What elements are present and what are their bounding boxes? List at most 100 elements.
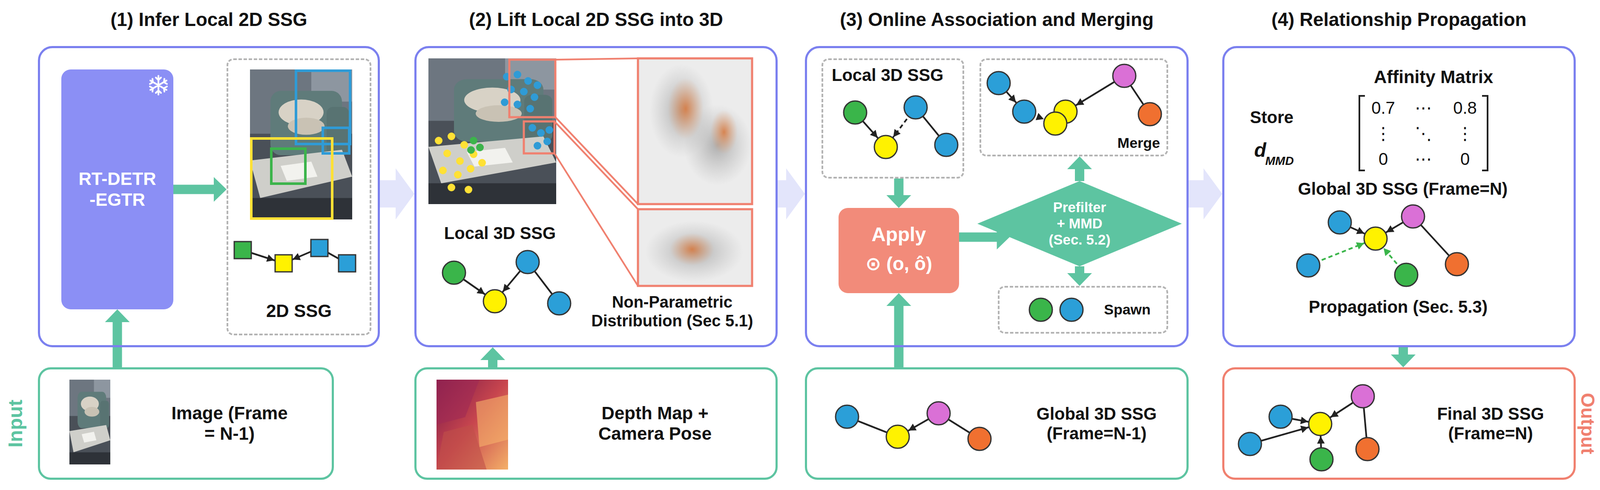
connector-shaft bbox=[1398, 347, 1408, 356]
distribution-crop bbox=[637, 58, 753, 286]
final-graph bbox=[1308, 412, 1332, 436]
flow-arrow bbox=[1390, 347, 1416, 368]
matrix-cell: 0.7 bbox=[1371, 97, 1396, 118]
lifted-photo bbox=[434, 132, 486, 194]
input-photo bbox=[271, 148, 306, 184]
text-slot: Spawn bbox=[1091, 287, 1164, 332]
method-note: Non-Parametric Distribution (Sec 5.1) bbox=[589, 292, 755, 331]
merged-graph bbox=[1138, 102, 1162, 126]
lifted-photo bbox=[545, 126, 554, 134]
frozen-snowflake bbox=[149, 75, 167, 95]
scene-graph-2d bbox=[338, 254, 356, 272]
result-box: 2D SSG bbox=[226, 58, 372, 336]
spawned-nodes bbox=[1029, 298, 1053, 322]
arrow-head bbox=[1390, 354, 1416, 368]
text-slot: Apply bbox=[838, 223, 960, 246]
node-label: Final 3D SSG (Frame=N) bbox=[1435, 403, 1546, 443]
global-graph bbox=[1401, 204, 1425, 228]
matrix-cell: ⋮ bbox=[1374, 123, 1392, 144]
connector-shaft bbox=[1188, 180, 1205, 208]
store-label: Store bbox=[1249, 107, 1294, 127]
arrow-head bbox=[1067, 156, 1092, 170]
lifted-photo bbox=[554, 153, 638, 286]
lifted-photo bbox=[533, 81, 542, 90]
lifted-photo bbox=[537, 129, 545, 137]
connector-shaft bbox=[894, 304, 904, 368]
input-tag: Input bbox=[4, 399, 27, 448]
connector-shaft bbox=[959, 232, 998, 242]
arrow-head bbox=[786, 168, 805, 220]
depth-map bbox=[436, 379, 509, 470]
global-graph bbox=[1296, 253, 1320, 277]
arrow-head bbox=[886, 292, 912, 306]
lifted-photo bbox=[543, 137, 552, 146]
merged-graph bbox=[987, 64, 1162, 136]
connector-shaft bbox=[173, 184, 215, 195]
matrix-title: Affinity Matrix bbox=[1373, 66, 1494, 88]
lifted-photo bbox=[554, 121, 638, 210]
merged-graph bbox=[987, 71, 1011, 95]
frozen-snowflake bbox=[149, 75, 167, 95]
node-label: Depth Map + Camera Pose bbox=[597, 402, 714, 445]
global-graph bbox=[1296, 204, 1469, 287]
arrow-head bbox=[1067, 272, 1092, 286]
final-graph bbox=[1309, 447, 1333, 471]
distribution-crop bbox=[645, 220, 744, 282]
flow-arrow bbox=[1067, 266, 1092, 286]
distance-subscript: MMD bbox=[1265, 154, 1294, 168]
input-photo bbox=[249, 69, 353, 220]
previous-graph bbox=[835, 405, 859, 429]
text-slot: (2) Lift Local 2D SSG into 3D bbox=[416, 8, 776, 31]
matrix-bracket bbox=[1359, 95, 1488, 171]
node-label: Image (Frame = N-1) bbox=[170, 402, 289, 445]
previous-graph bbox=[968, 427, 992, 451]
connector-shaft bbox=[777, 180, 788, 208]
local-graph bbox=[843, 100, 867, 124]
lifted-photo bbox=[523, 121, 555, 154]
lifted-photo bbox=[464, 185, 473, 194]
lifted-photo bbox=[555, 58, 638, 60]
model-box: RT-DETR -EGTR bbox=[61, 69, 174, 310]
stage-panel: (1) Infer Local 2D SSGRT-DETR -EGTR2D SS… bbox=[37, 45, 380, 348]
lifted-photo bbox=[478, 158, 486, 167]
flow-arrow bbox=[173, 177, 227, 202]
distribution-crop bbox=[637, 209, 753, 286]
lifted-photo bbox=[469, 136, 478, 145]
text-slot: (3) Online Association and Merging bbox=[807, 8, 1187, 31]
input-photo bbox=[249, 69, 353, 220]
arrow-head bbox=[886, 195, 912, 208]
lifted-photo bbox=[513, 100, 522, 109]
stage-heading: (3) Online Association and Merging bbox=[839, 8, 1154, 31]
previous-graph bbox=[835, 401, 992, 451]
distribution-crop bbox=[637, 58, 753, 204]
stage-chevron bbox=[777, 168, 805, 220]
lifted-photo bbox=[533, 141, 542, 150]
scene-graph-3d bbox=[547, 291, 571, 315]
text-slot: 2D SSG bbox=[228, 300, 370, 322]
lifted-photo bbox=[447, 132, 456, 141]
connector-shaft bbox=[1074, 168, 1085, 181]
arrow-head bbox=[105, 309, 130, 322]
text-slot: Final 3D SSG (Frame=N) bbox=[1407, 369, 1574, 478]
spawned-nodes bbox=[1059, 298, 1083, 322]
flow-arrow bbox=[886, 292, 912, 368]
node-label: Global 3D SSG (Frame=N-1) bbox=[1035, 403, 1159, 443]
lifted-photo bbox=[443, 149, 451, 158]
connector-shaft bbox=[379, 180, 397, 208]
flow-arrow bbox=[886, 178, 912, 208]
local-graph bbox=[904, 95, 928, 119]
lifted-photo bbox=[530, 93, 539, 101]
text-slot: Prefilter + MMD (Sec. 5.2) bbox=[977, 180, 1182, 267]
output-box: Final 3D SSG (Frame=N) bbox=[1222, 367, 1576, 480]
graph-title: Local 3D SSG bbox=[444, 223, 556, 243]
matrix-cell: ⋯ bbox=[1414, 149, 1432, 169]
input-photo bbox=[322, 127, 350, 154]
distance-symbol: d bbox=[1254, 138, 1267, 162]
text-slot: Image (Frame = N-1) bbox=[137, 369, 322, 478]
input-photo bbox=[251, 138, 333, 219]
lifted-photo bbox=[524, 77, 532, 85]
input-box: Depth Map + Camera Pose bbox=[414, 367, 778, 480]
final-graph bbox=[1351, 384, 1375, 408]
lifted-photo bbox=[500, 98, 509, 107]
node-label: Spawn bbox=[1103, 301, 1151, 318]
